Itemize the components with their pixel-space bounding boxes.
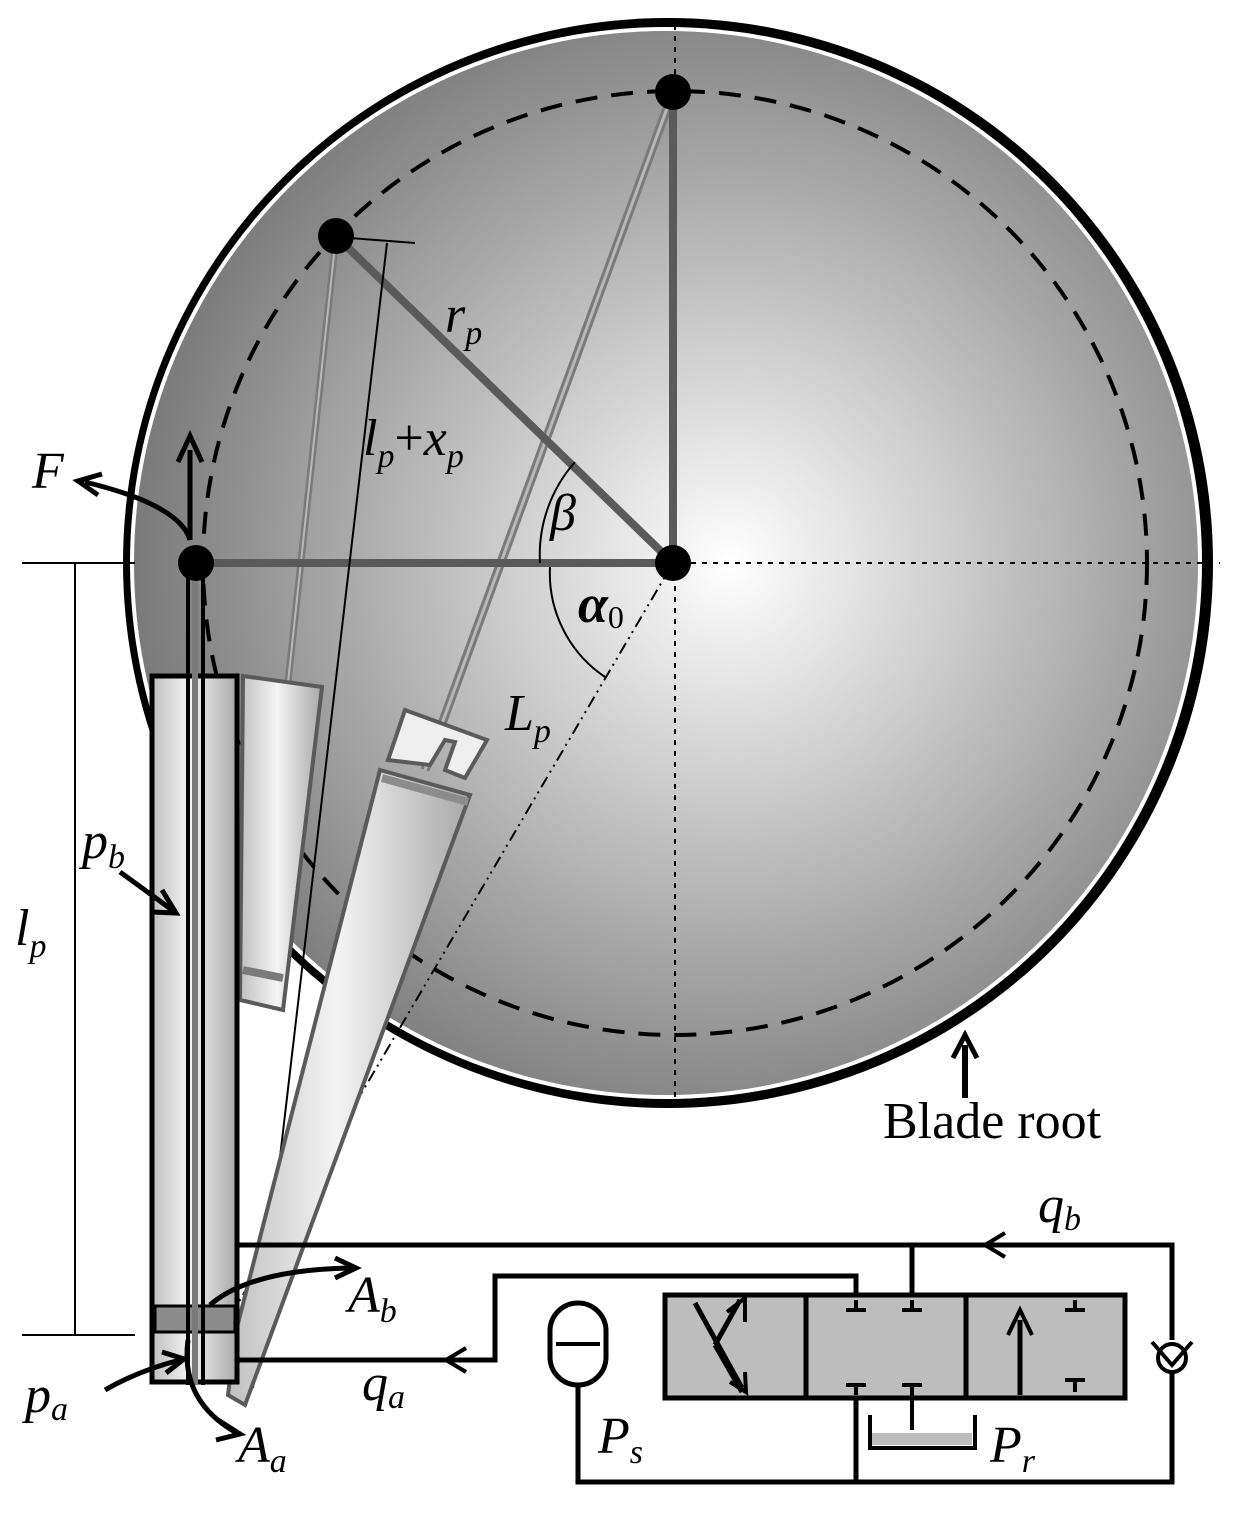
- pb-arrow: [118, 869, 174, 913]
- label-rp: rp: [445, 287, 482, 352]
- lp-xp-tick: [349, 237, 416, 244]
- pivot-upper-left: [318, 218, 354, 254]
- label-Ab: Ab: [345, 1267, 397, 1330]
- Ab-arrowhead: [333, 1255, 362, 1281]
- label-lp: lp: [15, 900, 46, 965]
- vertical-force-arrowhead: [175, 430, 205, 464]
- pa-arrow: [103, 1357, 181, 1393]
- Lp-line: [189, 562, 674, 1386]
- beta-arc: [538, 461, 576, 564]
- accumulator: [547, 1300, 609, 1388]
- check-valve: [1150, 1340, 1194, 1374]
- label-Ps: Ps: [597, 1408, 643, 1471]
- F-arrowhead: [72, 471, 103, 498]
- label-qa: qa: [362, 1355, 405, 1416]
- alpha-arc: [548, 566, 606, 678]
- label-qb: qb: [1038, 1177, 1081, 1238]
- label-pb: pb: [78, 813, 125, 876]
- label-blade-root: Blade root: [883, 1093, 1102, 1150]
- pivot-center: [655, 545, 691, 581]
- radius-rp: [333, 233, 676, 566]
- label-lp-xp: lp+xp: [363, 410, 464, 475]
- F-arrow: [84, 479, 193, 541]
- blade-root-arrowhead: [950, 1029, 980, 1060]
- hydraulic-circuit: [238, 1242, 1175, 1485]
- Aa-arrowhead: [215, 1417, 247, 1443]
- label-pa: pa: [21, 1367, 68, 1428]
- label-Aa: Aa: [235, 1417, 287, 1480]
- label-Lp: Lp: [504, 685, 551, 750]
- pb-arrowhead: [151, 888, 181, 916]
- label-F: F: [31, 443, 65, 500]
- label-alpha0: α0: [578, 574, 624, 635]
- pivot-rod-end: [178, 545, 214, 581]
- ghost-cylinder-middle: [237, 673, 325, 1013]
- qb-flow-arrow: [981, 1231, 1007, 1259]
- pivot-top: [655, 74, 691, 110]
- directional-valve: [662, 1292, 1128, 1401]
- label-Pr: Pr: [989, 1417, 1036, 1480]
- label-beta: β: [549, 485, 576, 542]
- reservoir: [868, 1395, 977, 1450]
- qa-flow-arrow: [442, 1346, 468, 1374]
- main-cylinder: [149, 565, 240, 1385]
- Ab-arrow: [208, 1265, 351, 1307]
- pa-arrowhead: [161, 1349, 190, 1375]
